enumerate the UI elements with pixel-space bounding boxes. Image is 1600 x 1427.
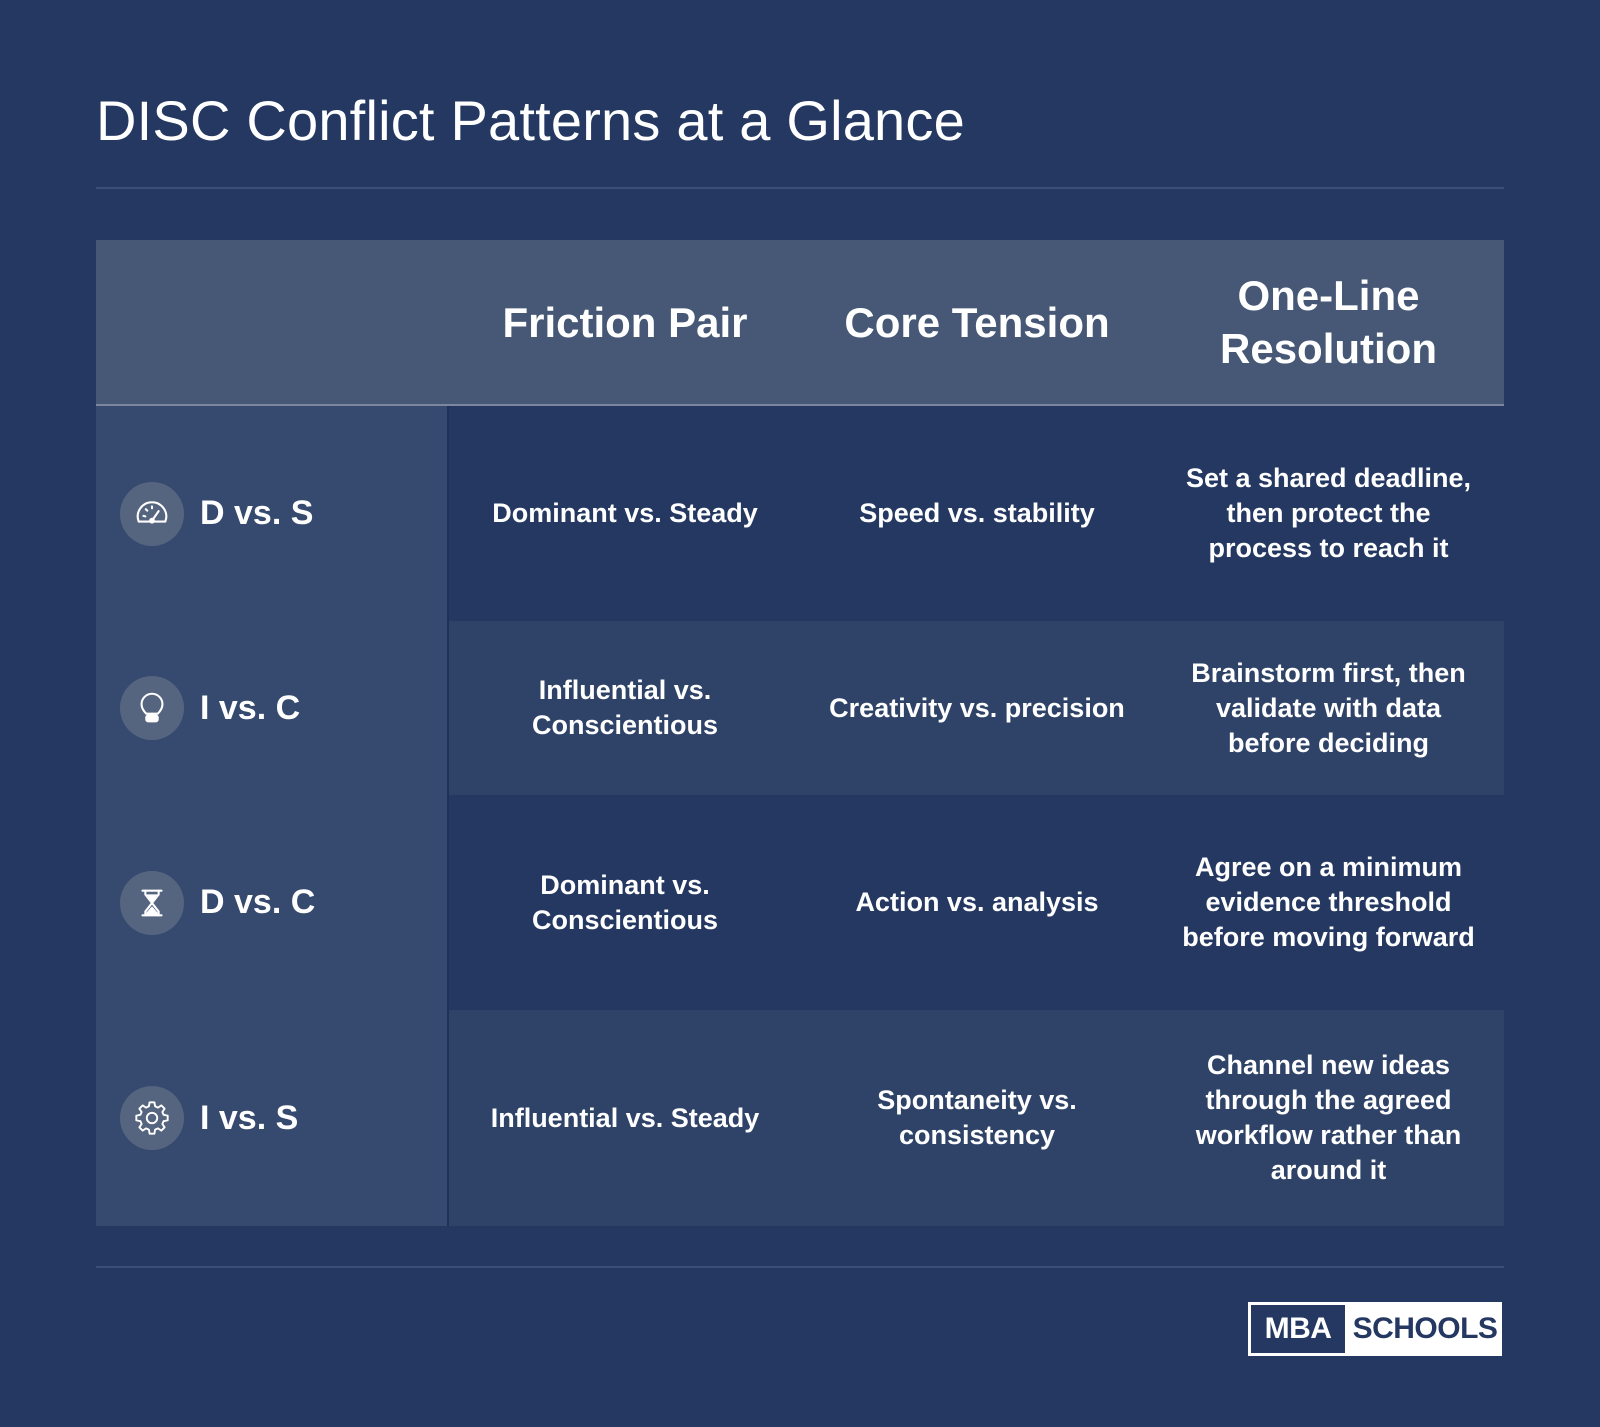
header-core-tension: Core Tension: [844, 298, 1110, 346]
data-columns: Dominant vs. Steady Speed vs. stability …: [449, 406, 1504, 1226]
row-label-d-vs-s: D vs. S: [96, 406, 447, 621]
table-row: Influential vs. Conscientious Creativity…: [449, 621, 1504, 795]
row-label-text: I vs. S: [200, 1098, 299, 1137]
hourglass-icon: [120, 870, 184, 935]
cell-friction-pair: Influential vs. Steady: [490, 1102, 760, 1133]
row-label-i-vs-s: I vs. S: [96, 1010, 447, 1226]
cell-core-tension: Creativity vs. precision: [829, 692, 1125, 723]
footer-divider: [96, 1266, 1504, 1268]
row-label-text: D vs. C: [200, 883, 316, 921]
table-row: Dominant vs. Conscientious Action vs. an…: [449, 795, 1504, 1010]
page-title: DISC Conflict Patterns at a Glance: [96, 89, 965, 152]
gear-icon: [120, 1086, 184, 1150]
row-label-text: D vs. S: [200, 494, 314, 532]
logo-mba-text: MBA: [1248, 1302, 1348, 1356]
cell-friction-pair: Dominant vs. Steady: [492, 498, 758, 528]
mba-schools-logo: MBA SCHOOLS: [1248, 1302, 1502, 1356]
cell-resolution: Brainstorm first, then validate with dat…: [1191, 657, 1466, 758]
table-row: Dominant vs. Steady Speed vs. stability …: [449, 406, 1504, 621]
table-body: D vs. S I vs. C: [96, 406, 1504, 1226]
speedometer-icon: [120, 481, 184, 546]
table-header-row: Friction Pair Core Tension One-Line Reso…: [96, 240, 1504, 406]
cell-core-tension: Spontaneity vs. consistency: [877, 1085, 1077, 1150]
conflict-table: Friction Pair Core Tension One-Line Reso…: [96, 240, 1504, 1226]
header-friction-pair: Friction Pair: [502, 298, 748, 346]
cell-core-tension: Speed vs. stability: [859, 498, 1095, 528]
row-label-i-vs-c: I vs. C: [96, 621, 447, 795]
lightbulb-icon: [120, 676, 184, 740]
row-label-column: D vs. S I vs. C: [96, 406, 449, 1226]
logo-schools-text: SCHOOLS: [1348, 1302, 1502, 1356]
row-label-text: I vs. C: [200, 688, 301, 727]
row-label-d-vs-c: D vs. C: [96, 795, 447, 1010]
cell-friction-pair: Dominant vs. Conscientious: [531, 869, 719, 935]
cell-friction-pair: Influential vs. Conscientious: [531, 675, 719, 740]
title-divider: [96, 187, 1504, 189]
cell-resolution: Agree on a minimum evidence threshold be…: [1182, 852, 1475, 952]
cell-core-tension: Action vs. analysis: [855, 887, 1099, 917]
header-one-line-resolution: One-Line Resolution: [1220, 272, 1437, 372]
cell-resolution: Channel new ideas through the agreed wor…: [1195, 1050, 1462, 1185]
table-row: Influential vs. Steady Spontaneity vs. c…: [449, 1010, 1504, 1226]
cell-resolution: Set a shared deadline, then protect the …: [1185, 463, 1472, 563]
header-empty-cell: [96, 240, 449, 404]
